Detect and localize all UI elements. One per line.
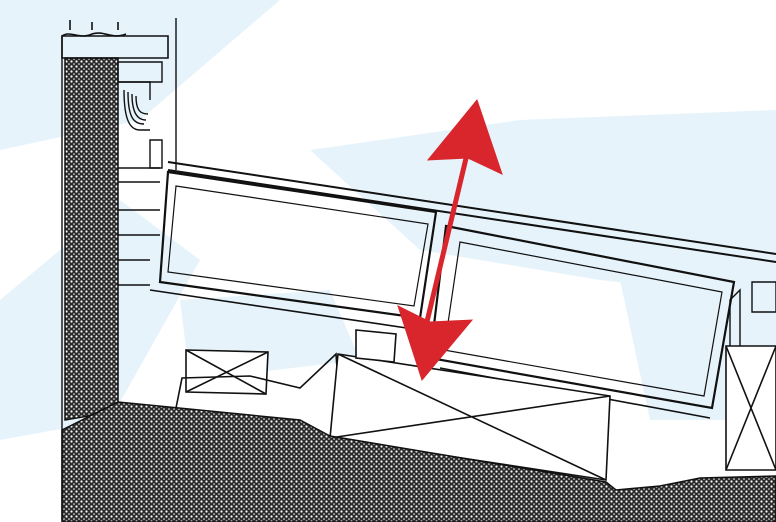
flashing-detail: [117, 61, 163, 286]
concrete-wall: [64, 57, 119, 421]
support-3: [725, 345, 776, 471]
double-headed-arrow-icon: [397, 98, 503, 382]
watermark-shape: [310, 110, 776, 300]
roof-slope: [167, 161, 776, 263]
concrete-slab: [61, 401, 776, 522]
support-1: [175, 349, 341, 411]
watermark-shape: [0, 0, 280, 150]
